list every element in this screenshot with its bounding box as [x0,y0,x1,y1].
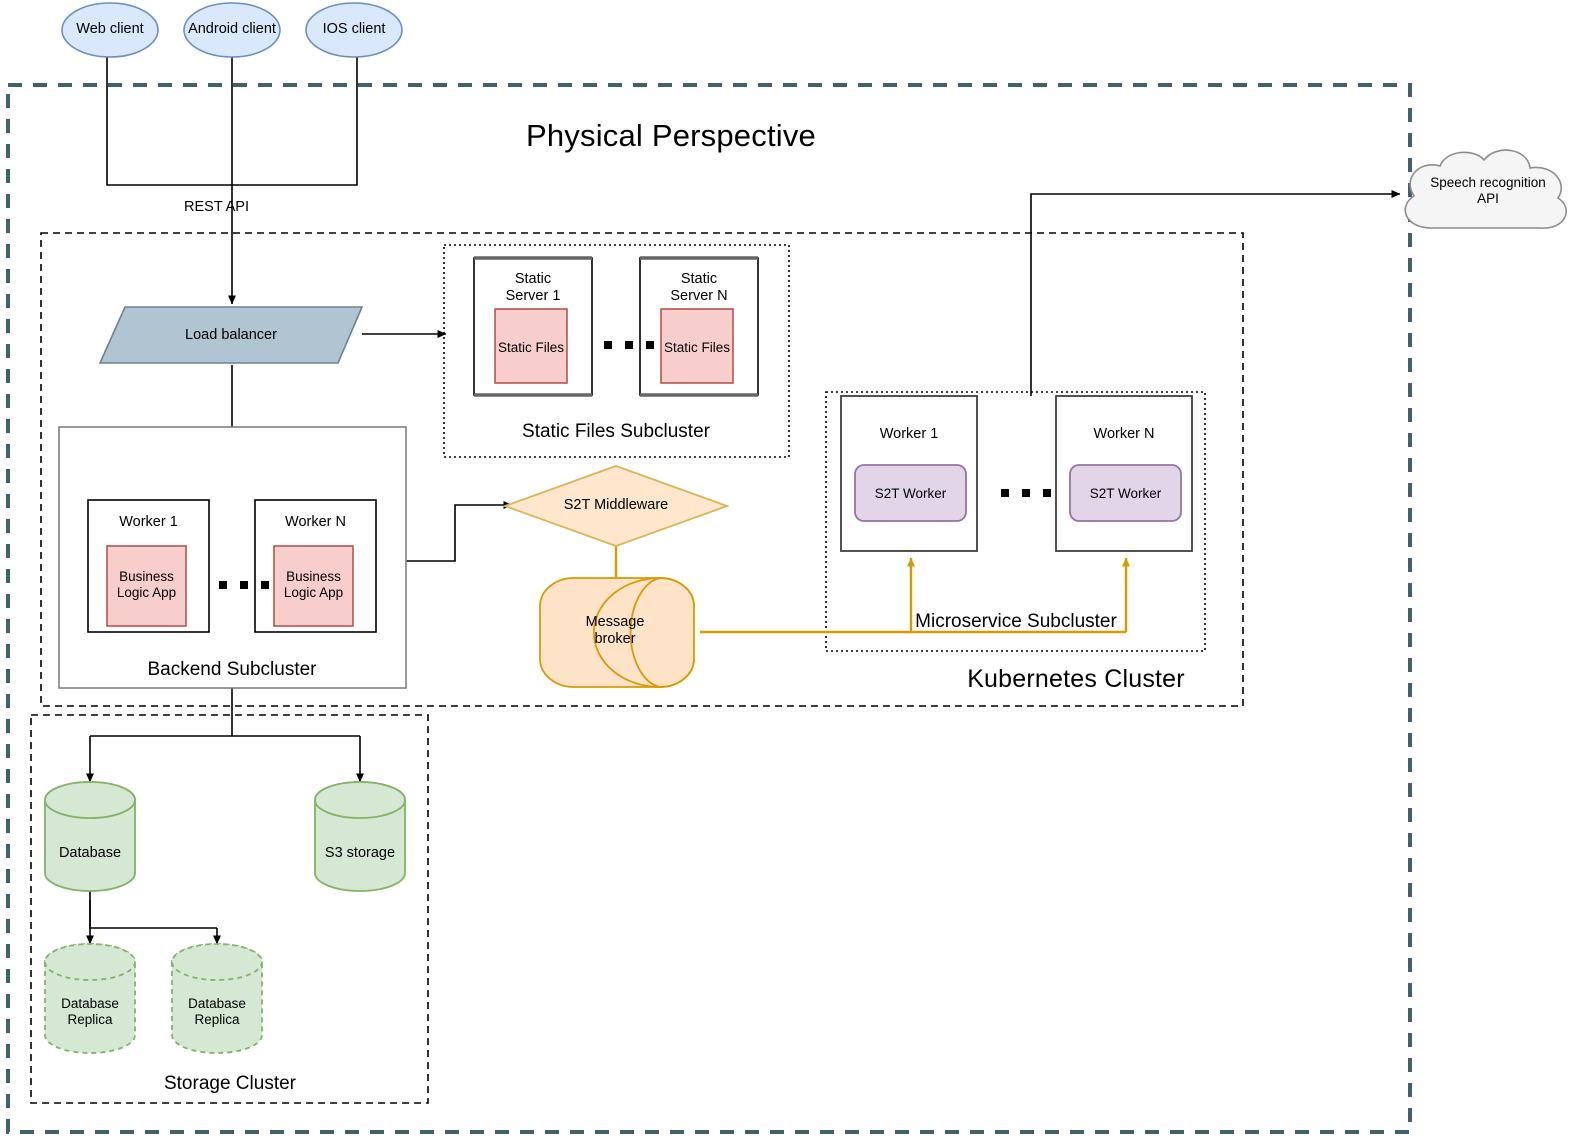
connector-backend-middleware [405,501,513,562]
connector-db-replica-bus [89,890,217,929]
static-servers-ellipsis [604,341,654,349]
rest-api-label: REST API [184,199,250,215]
backend-worker-n[interactable] [255,500,376,632]
connector-clients-bus [106,50,358,186]
static-server-n[interactable] [640,258,758,395]
storage-cluster-label: Storage Cluster [163,1073,296,1094]
k8s-worker-1[interactable] [841,396,977,551]
database-replica-1[interactable] [45,952,135,1052]
database[interactable] [45,790,135,890]
s3-storage[interactable] [315,790,405,890]
database-replica-2[interactable] [172,952,262,1052]
static-server-1[interactable] [474,258,592,395]
s2t-middleware[interactable] [530,480,702,532]
backend-workers-ellipsis [219,581,269,589]
k8s-workers-ellipsis [1001,489,1051,497]
microservice-subcluster-label: Microservice Subcluster [915,611,1117,632]
k8s-worker-n[interactable] [1056,396,1192,551]
static-files-subcluster-label: Static Files Subcluster [522,421,710,442]
kubernetes-cluster-label: Kubernetes Cluster [967,665,1185,693]
backend-subcluster-label: Backend Subcluster [147,659,317,680]
message-broker[interactable] [545,590,665,670]
load-balancer[interactable] [100,307,362,363]
connector-broker-worker1 [700,557,915,634]
client-ios[interactable] [306,3,402,57]
connector-k8s-speech-api [1030,190,1401,396]
connector-backend-fanout [149,437,317,494]
client-web[interactable] [62,3,158,57]
speech-recognition-api[interactable] [1414,160,1566,230]
client-android[interactable] [184,3,280,57]
backend-worker-1[interactable] [88,500,209,632]
page-title: Physical Perspective [525,118,816,153]
